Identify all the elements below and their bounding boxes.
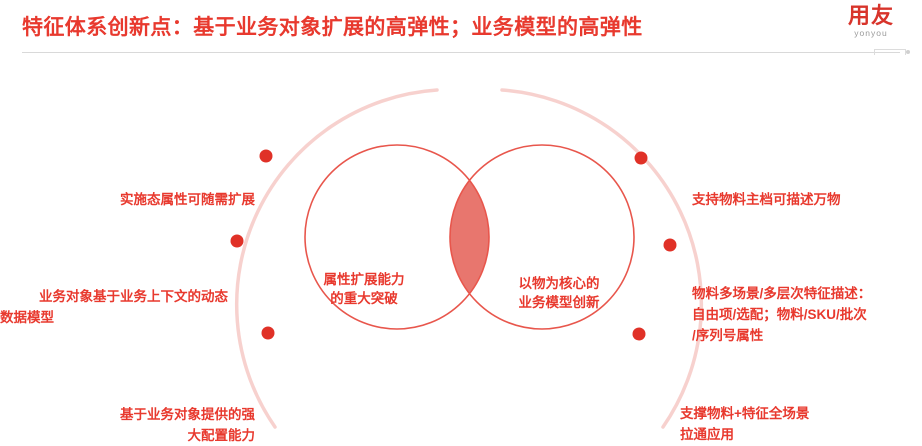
brand-logo: 用友 yonyou	[838, 4, 904, 39]
callout-top-right: 支持物料主档可描述万物	[692, 189, 922, 210]
venn-circle-right	[449, 144, 635, 330]
arc-dot-top-right	[634, 151, 648, 165]
callout-top-left: 实施态属性可随需扩展	[10, 189, 255, 210]
venn-circle-right-label: 以物为核心的 业务模型创新	[492, 274, 626, 312]
venn-circle-left-label: 属性扩展能力 的重大突破	[300, 270, 428, 308]
header-divider	[22, 52, 900, 53]
callout-middle-left-line-2: 数据模型	[0, 310, 54, 325]
venn-diagram-graphic	[230, 88, 704, 429]
callout-middle-left-line-1: 业务对象基于业务上下文的动态	[39, 289, 228, 304]
venn-circle-left-label-line-1: 属性扩展能力	[323, 272, 405, 287]
venn-diagram: 属性扩展能力 的重大突破 以物为核心的 业务模型创新 实施态属性可随需扩展 业务…	[0, 62, 922, 446]
arc-dot-bottom-right	[632, 327, 646, 341]
callout-middle-left: 业务对象基于业务上下文的动态 数据模型	[0, 286, 228, 328]
venn-circle-left	[304, 144, 490, 330]
callout-bottom-right: 支撑物料+特征全场景 拉通应用	[680, 403, 920, 445]
arc-dot-bottom-left	[261, 326, 275, 340]
outer-arc-right	[500, 88, 704, 429]
header-divider-cap	[874, 49, 906, 55]
callout-bottom-left-line-2: 大配置能力	[187, 428, 256, 443]
callout-middle-right-line-1: 物料多场景/多层次特征描述：	[692, 286, 872, 301]
callout-bottom-right-line-2: 拉通应用	[680, 427, 734, 442]
brand-logo-subtext: yonyou	[854, 28, 888, 38]
callout-middle-right-line-2: 自由项/选配；物料/SKU/批次	[692, 307, 867, 322]
page-title: 特征体系创新点：基于业务对象扩展的高弹性；业务模型的高弹性	[22, 16, 643, 39]
callout-bottom-left-line-1: 基于业务对象提供的强	[120, 407, 255, 422]
callout-bottom-right-line-1: 支撑物料+特征全场景	[680, 406, 810, 421]
slide-header: 特征体系创新点：基于业务对象扩展的高弹性；业务模型的高弹性 用友 yonyou	[0, 0, 922, 62]
callout-bottom-left: 基于业务对象提供的强 大配置能力	[10, 404, 255, 446]
callout-top-left-line-1: 实施态属性可随需扩展	[120, 192, 255, 207]
venn-circle-right-label-line-2: 业务模型创新	[518, 295, 600, 310]
arc-dot-middle-right	[663, 238, 677, 252]
callout-middle-right: 物料多场景/多层次特征描述： 自由项/选配；物料/SKU/批次 /序列号属性	[692, 283, 922, 346]
venn-circle-left-label-line-2: 的重大突破	[330, 291, 398, 306]
header-divider-endpoint-dot	[906, 50, 910, 54]
outer-arc-left	[234, 88, 439, 429]
brand-logo-mark: 用友	[847, 3, 894, 28]
venn-circle-right-label-line-1: 以物为核心的	[518, 276, 600, 291]
callout-middle-right-line-3: /序列号属性	[692, 328, 764, 343]
arc-dot-middle-left	[230, 234, 244, 248]
callout-top-right-line-1: 支持物料主档可描述万物	[692, 192, 841, 207]
arc-dot-top-left	[259, 149, 273, 163]
